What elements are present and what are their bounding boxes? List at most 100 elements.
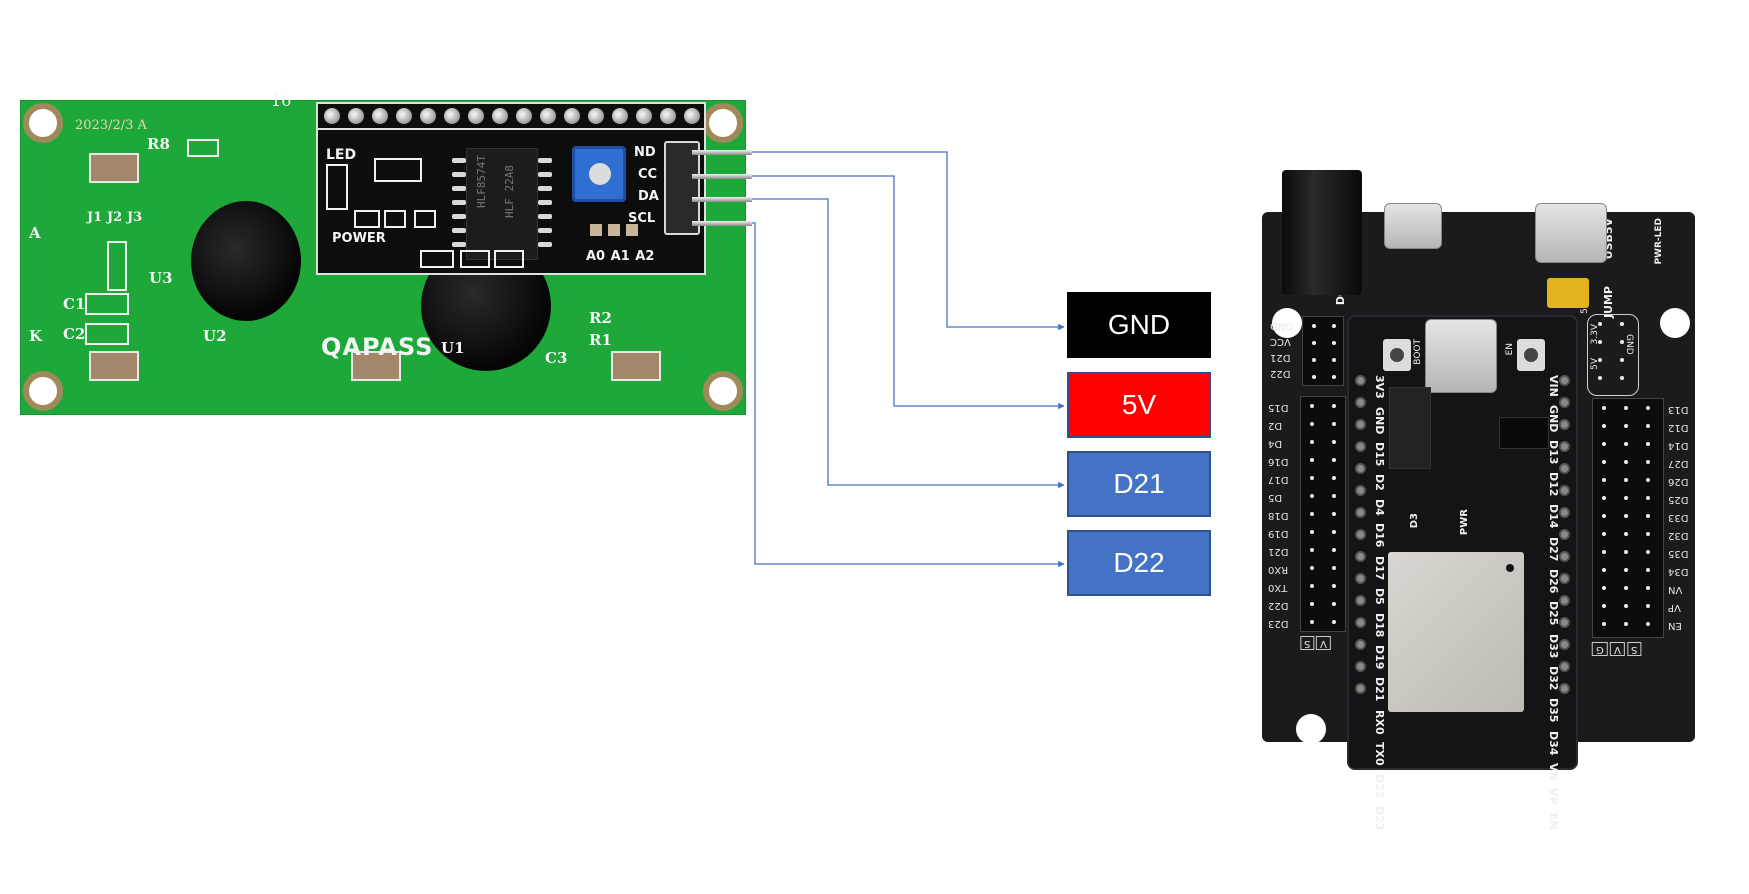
header-pin[interactable]	[1332, 440, 1336, 444]
devkit-pin[interactable]	[1355, 551, 1366, 562]
header-pin[interactable]	[1646, 532, 1650, 536]
header-pin[interactable]	[1624, 568, 1628, 572]
header-pin[interactable]	[1332, 548, 1336, 552]
header-pin[interactable]	[1310, 566, 1314, 570]
header-pin[interactable]	[1332, 458, 1336, 462]
header-pin[interactable]	[1602, 424, 1606, 428]
devkit-pin[interactable]	[1355, 595, 1366, 606]
header-pin[interactable]	[1332, 530, 1336, 534]
header-pin[interactable]	[1602, 604, 1606, 608]
header-pin[interactable]	[1310, 548, 1314, 552]
devkit-pin[interactable]	[1355, 507, 1366, 518]
pin-scl[interactable]	[692, 221, 752, 226]
header-pin[interactable]	[1624, 496, 1628, 500]
header-pin[interactable]	[1646, 514, 1650, 518]
devkit-pin[interactable]	[1559, 639, 1570, 650]
devkit-pin[interactable]	[1355, 397, 1366, 408]
pin-vcc[interactable]	[692, 174, 752, 179]
header-pin[interactable]	[1598, 340, 1602, 344]
devkit-pin[interactable]	[1355, 463, 1366, 474]
header-pin[interactable]	[1310, 620, 1314, 624]
header-pin[interactable]	[1310, 440, 1314, 444]
header-pin[interactable]	[1620, 376, 1624, 380]
dc-power-jack[interactable]	[1282, 170, 1362, 295]
devkit-pin[interactable]	[1559, 507, 1570, 518]
header-pin[interactable]	[1624, 622, 1628, 626]
left-header-top[interactable]	[1302, 316, 1344, 386]
header-pin[interactable]	[1332, 341, 1336, 345]
header-pin[interactable]	[1332, 324, 1336, 328]
header-pin[interactable]	[1332, 566, 1336, 570]
right-header[interactable]	[1592, 398, 1664, 638]
usb-c-port-shield[interactable]	[1535, 203, 1607, 263]
header-pin[interactable]	[1646, 604, 1650, 608]
header-pin[interactable]	[1332, 422, 1336, 426]
header-pin[interactable]	[1602, 568, 1606, 572]
devkit-pin[interactable]	[1559, 595, 1570, 606]
header-pin[interactable]	[1624, 406, 1628, 410]
header-pin[interactable]	[1602, 478, 1606, 482]
header-pin[interactable]	[1332, 476, 1336, 480]
devkit-pin[interactable]	[1559, 573, 1570, 584]
header-pin[interactable]	[1602, 622, 1606, 626]
header-pin[interactable]	[1624, 550, 1628, 554]
header-pin[interactable]	[1312, 324, 1316, 328]
devkit-pin[interactable]	[1355, 419, 1366, 430]
header-pin[interactable]	[1332, 584, 1336, 588]
devkit-pin[interactable]	[1355, 617, 1366, 628]
devkit-pin[interactable]	[1559, 661, 1570, 672]
devkit-pin[interactable]	[1355, 639, 1366, 650]
usb-c-port-devkit[interactable]	[1425, 319, 1497, 393]
header-pin[interactable]	[1310, 602, 1314, 606]
header-pin[interactable]	[1310, 494, 1314, 498]
devkit-pin[interactable]	[1559, 551, 1570, 562]
devkit-pin[interactable]	[1559, 419, 1570, 430]
header-pin[interactable]	[1602, 406, 1606, 410]
header-pin[interactable]	[1310, 530, 1314, 534]
power-select-jumper[interactable]	[1547, 278, 1589, 308]
header-pin[interactable]	[1624, 442, 1628, 446]
header-pin[interactable]	[1646, 622, 1650, 626]
header-pin[interactable]	[1624, 460, 1628, 464]
header-pin[interactable]	[1332, 375, 1336, 379]
header-pin[interactable]	[1310, 422, 1314, 426]
header-pin[interactable]	[1646, 586, 1650, 590]
micro-usb-port[interactable]	[1384, 203, 1442, 249]
devkit-pin[interactable]	[1559, 441, 1570, 452]
header-pin[interactable]	[1646, 424, 1650, 428]
header-pin[interactable]	[1602, 532, 1606, 536]
devkit-pin[interactable]	[1559, 485, 1570, 496]
header-pin[interactable]	[1620, 322, 1624, 326]
devkit-pin[interactable]	[1559, 463, 1570, 474]
devkit-pin[interactable]	[1355, 529, 1366, 540]
header-pin[interactable]	[1602, 460, 1606, 464]
header-pin[interactable]	[1332, 620, 1336, 624]
header-pin[interactable]	[1310, 512, 1314, 516]
header-pin[interactable]	[1332, 494, 1336, 498]
header-pin[interactable]	[1312, 358, 1316, 362]
header-pin[interactable]	[1332, 602, 1336, 606]
devkit-pin[interactable]	[1355, 661, 1366, 672]
devkit-pin[interactable]	[1559, 397, 1570, 408]
contrast-potentiometer[interactable]	[572, 146, 626, 202]
header-pin[interactable]	[1646, 406, 1650, 410]
header-pin[interactable]	[1624, 586, 1628, 590]
devkit-pin[interactable]	[1559, 529, 1570, 540]
header-pin[interactable]	[1332, 358, 1336, 362]
header-pin[interactable]	[1646, 460, 1650, 464]
pot-adjust-screw[interactable]	[589, 163, 611, 185]
header-pin[interactable]	[1646, 550, 1650, 554]
header-pin[interactable]	[1624, 604, 1628, 608]
header-pin[interactable]	[1624, 424, 1628, 428]
header-pin[interactable]	[1310, 458, 1314, 462]
devkit-pin[interactable]	[1355, 485, 1366, 496]
header-pin[interactable]	[1624, 514, 1628, 518]
en-button[interactable]	[1517, 339, 1545, 371]
header-pin[interactable]	[1624, 532, 1628, 536]
pin-sda[interactable]	[692, 197, 752, 202]
header-pin[interactable]	[1310, 584, 1314, 588]
header-pin[interactable]	[1646, 478, 1650, 482]
pin-gnd[interactable]	[692, 150, 752, 155]
devkit-pin[interactable]	[1355, 683, 1366, 694]
header-pin[interactable]	[1646, 496, 1650, 500]
